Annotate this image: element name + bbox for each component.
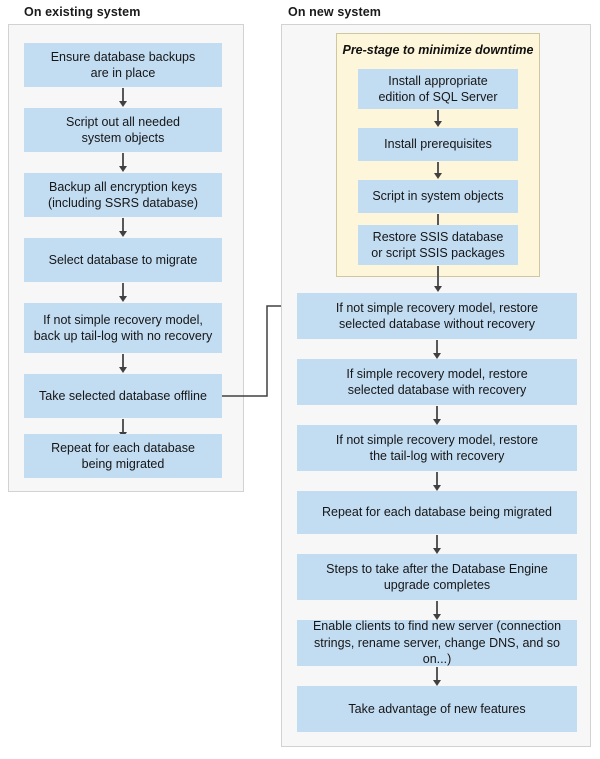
arrow-down-icon [117, 218, 129, 237]
flow-box-restore-with-recovery[interactable]: If simple recovery model, restore select… [297, 359, 577, 405]
arrow-down-icon [117, 153, 129, 172]
flow-box-repeat-each[interactable]: Repeat for each database being migrated [24, 434, 222, 478]
flow-box-new-features[interactable]: Take advantage of new features [297, 686, 577, 732]
prestage-label: Pre-stage to minimize downtime [342, 43, 534, 57]
arrow-down-icon [117, 283, 129, 302]
flow-box-enable-clients[interactable]: Enable clients to find new server (conne… [297, 619, 577, 666]
panel-title-new-system: On new system [288, 5, 381, 19]
flow-box-script-out[interactable]: Script out all needed system objects [24, 108, 222, 152]
arrow-down-icon [432, 266, 444, 292]
flow-box-install-prereqs[interactable]: Install prerequisites [358, 128, 518, 161]
flow-box-repeat-each-database[interactable]: Repeat for each database being migrated [297, 491, 577, 534]
flow-box-restore-ssis[interactable]: Restore SSIS database or script SSIS pac… [358, 225, 518, 265]
flow-box-script-in-objects[interactable]: Script in system objects [358, 180, 518, 213]
flow-box-install-sql-server[interactable]: Install appropriate edition of SQL Serve… [358, 69, 518, 109]
arrow-down-icon [432, 110, 444, 127]
flow-box-restore-without-recovery[interactable]: If not simple recovery model, restore se… [297, 293, 577, 339]
arrow-down-icon [117, 88, 129, 107]
arrow-down-icon [431, 667, 443, 686]
panel-title-existing-system: On existing system [24, 5, 141, 19]
arrow-down-icon [431, 340, 443, 359]
flow-box-ensure-backups[interactable]: Ensure database backups are in place [24, 43, 222, 87]
flow-box-post-upgrade-steps[interactable]: Steps to take after the Database Engine … [297, 554, 577, 600]
flow-box-backup-keys[interactable]: Backup all encryption keys (including SS… [24, 173, 222, 217]
arrow-down-icon [431, 535, 443, 554]
arrow-down-icon [117, 354, 129, 373]
arrow-down-icon [431, 406, 443, 425]
arrow-down-icon [431, 472, 443, 491]
flow-box-take-offline[interactable]: Take selected database offline [24, 374, 222, 418]
arrow-down-icon [432, 162, 444, 179]
arrow-down-icon [431, 601, 443, 620]
flow-box-select-database[interactable]: Select database to migrate [24, 238, 222, 282]
flow-box-backup-tail-log[interactable]: If not simple recovery model, back up ta… [24, 303, 222, 353]
flow-box-restore-tail-log[interactable]: If not simple recovery model, restore th… [297, 425, 577, 471]
